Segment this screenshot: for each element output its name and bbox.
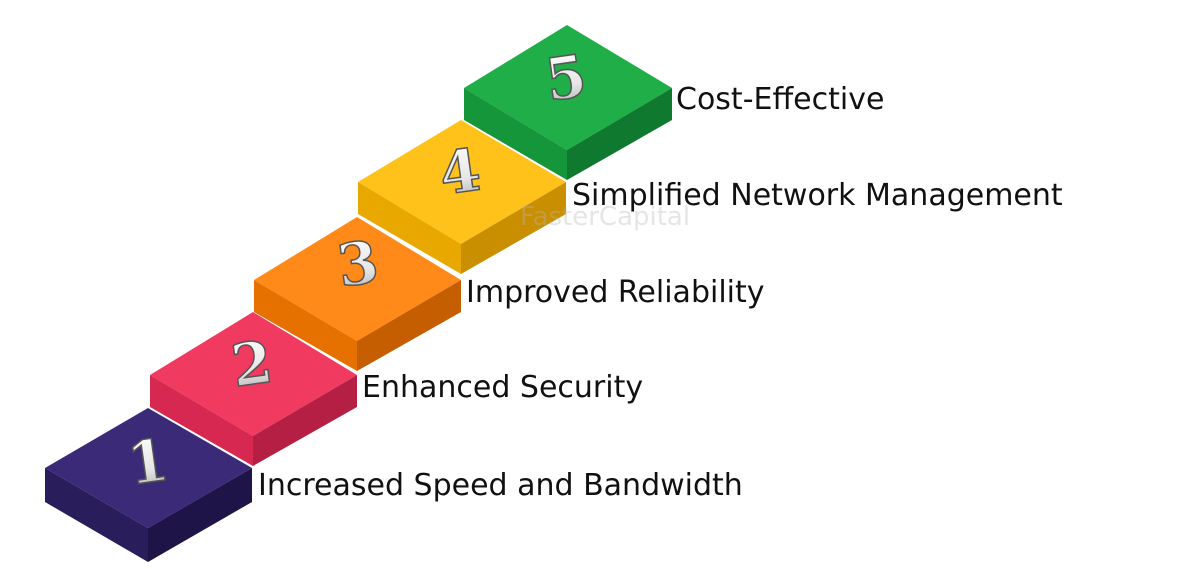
step-label-4: Simplified Network Management [572, 178, 1063, 213]
watermark: FasterCapital [520, 202, 691, 232]
step-4-side-face [461, 182, 566, 274]
step-block-1: 1 [45, 408, 252, 562]
step-1-top-face [45, 408, 252, 528]
step-number-1: 1 [123, 426, 172, 499]
step-number-4: 4 [435, 136, 484, 209]
step-5-top-face [464, 25, 672, 150]
step-5-front-face [464, 88, 567, 180]
step-number-2: 2 [227, 328, 276, 401]
step-label-5: Cost-Effective [676, 82, 885, 117]
step-4-front-face [358, 182, 461, 274]
step-block-4: 4 [358, 120, 566, 274]
step-label-3: Improved Reliability [466, 275, 765, 310]
step-block-2: 2 [150, 312, 357, 466]
step-label-2: Enhanced Security [362, 370, 644, 405]
step-3-front-face [254, 280, 357, 371]
step-block-5: 5 [464, 25, 672, 180]
step-block-3: 3 [254, 217, 461, 371]
step-1-front-face [45, 468, 148, 562]
step-3-side-face [357, 280, 461, 371]
step-2-front-face [150, 375, 253, 466]
step-2-top-face [150, 312, 357, 436]
step-number-5: 5 [541, 42, 590, 115]
step-5-side-face [567, 88, 672, 180]
step-label-1: Increased Speed and Bandwidth [258, 468, 743, 503]
step-2-side-face [253, 375, 357, 466]
step-3-top-face [254, 217, 461, 341]
step-4-top-face [358, 120, 566, 244]
step-1-side-face [148, 468, 252, 562]
